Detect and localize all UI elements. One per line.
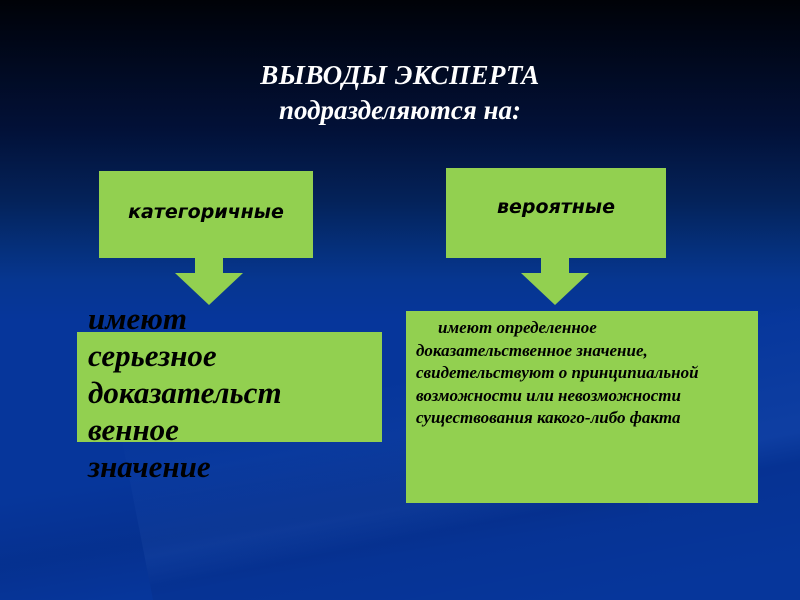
left-conclusion-text: имеют серьезное доказательст венное знач…	[77, 300, 397, 485]
left-conclusion-highlight-band	[77, 332, 382, 442]
left-conclusion-line: венное	[88, 412, 179, 447]
left-conclusion-line: имеют	[88, 301, 187, 336]
left-conclusion-line: значение	[88, 449, 211, 484]
page-title: ВЫВОДЫ ЭКСПЕРТА	[260, 60, 540, 90]
arrow-down-icon-left	[173, 256, 245, 306]
category-label-categorical: категоричные	[128, 201, 284, 223]
page-subtitle: подразделяются на:	[278, 95, 522, 125]
arrow-down-icon-right	[519, 256, 591, 306]
category-box-probable[interactable]: вероятные	[446, 168, 666, 258]
right-conclusion-text: имеют определенное доказательственное зн…	[416, 318, 699, 427]
slide-title-block: ВЫВОДЫ ЭКСПЕРТА подразделяются на:	[0, 58, 800, 128]
left-conclusion-line: доказательст	[88, 375, 282, 410]
left-conclusion-line: серьезное	[88, 338, 217, 373]
right-conclusion-box[interactable]	[406, 311, 758, 503]
category-label-probable: вероятные	[497, 196, 615, 218]
category-box-categorical[interactable]: категоричные	[99, 171, 313, 258]
